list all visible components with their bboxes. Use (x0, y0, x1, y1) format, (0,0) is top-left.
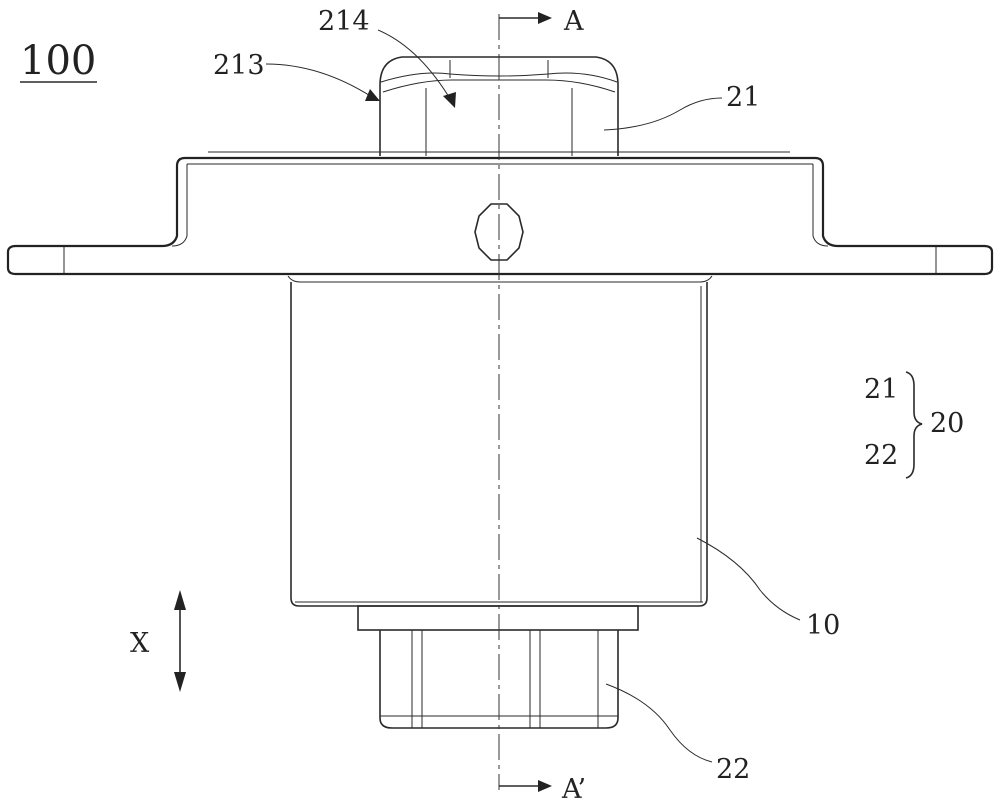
label-213: 213 (213, 50, 265, 81)
group-item-22: 22 (864, 440, 898, 471)
label-214: 214 (318, 6, 370, 37)
leader-lines (266, 30, 800, 762)
section-mark-top: A (563, 6, 584, 37)
direction-label-x: X (130, 628, 150, 659)
mounting-bracket (8, 158, 992, 282)
label-10: 10 (806, 610, 840, 641)
group-item-21: 21 (864, 374, 898, 405)
section-mark-bottom: A’ (561, 774, 586, 804)
label-22: 22 (716, 754, 750, 785)
label-21: 21 (726, 82, 760, 113)
lower-nut-22 (358, 606, 638, 728)
direction-arrow (174, 590, 186, 692)
group-total-20: 20 (930, 408, 964, 439)
group-brace (906, 372, 922, 478)
figure-ref-number: 100 (20, 38, 96, 84)
section-line-a (499, 12, 552, 792)
